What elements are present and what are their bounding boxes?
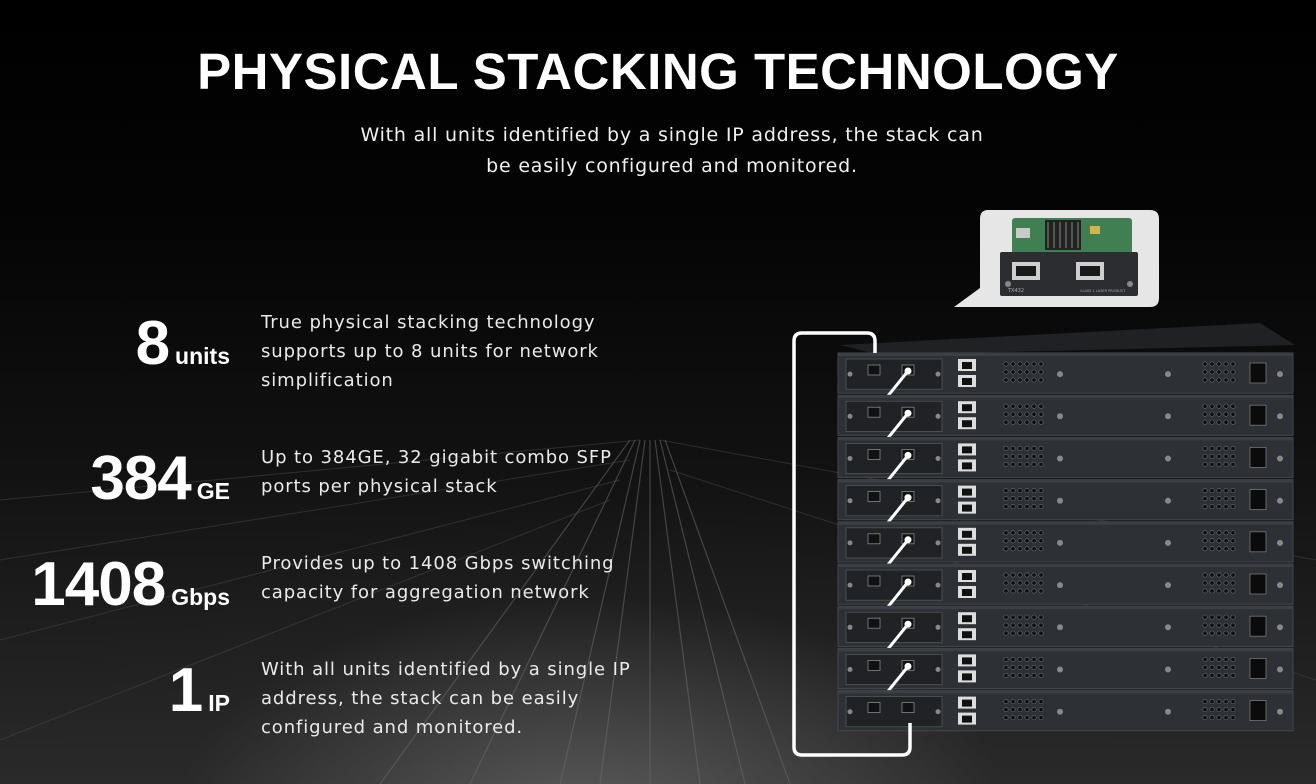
stat-description: With all units identified by a single IP… [261,659,631,738]
stat-number: 8 [135,309,170,378]
switch-unit [837,563,1294,628]
fan-grille [1003,699,1044,721]
module-callout: TX432 CLASS 1 LASER PRODUCT [954,210,1159,307]
stat-description: True physical stacking technology suppor… [261,312,599,391]
stat-unit: IP [208,690,230,716]
switch-unit [837,647,1294,713]
stat-unit: GE [196,478,230,504]
switch-stack-image [792,323,1295,757]
stat-unit: units [175,343,230,369]
switch-unit [837,690,1294,732]
switch-unit [837,521,1294,586]
stat-number: 1 [168,656,203,725]
fan-grille [1003,488,1044,510]
module-label: TX432 [1007,288,1024,294]
stat-description: Up to 384GE, 32 gigabit combo SFP ports … [261,447,612,497]
stat-number: 384 [90,444,191,513]
page-title: PHYSICAL STACKING TECHNOLOGY [197,43,1119,100]
fan-grille [1003,445,1044,467]
switch-unit [837,352,1294,417]
fan-grille [1003,572,1044,594]
stat-description: Provides up to 1408 Gbps switching capac… [261,553,615,603]
fan-grille [1003,656,1044,678]
module-sublabel: CLASS 1 LASER PRODUCT [1080,289,1126,293]
stat-unit: Gbps [171,584,230,610]
switch-unit [837,605,1294,670]
stat-number: 1408 [31,550,166,619]
fan-grille [1003,361,1044,383]
switch-unit [837,436,1294,502]
stacking-return-cable [792,331,912,757]
page-subtitle: With all units identified by a single IP… [360,124,984,177]
fan-grille [1003,403,1044,425]
fan-grille [1003,614,1044,636]
stacking-module-image [1000,218,1138,296]
switch-unit [837,479,1294,544]
switch-unit [837,394,1294,459]
fan-grille [1003,530,1044,552]
